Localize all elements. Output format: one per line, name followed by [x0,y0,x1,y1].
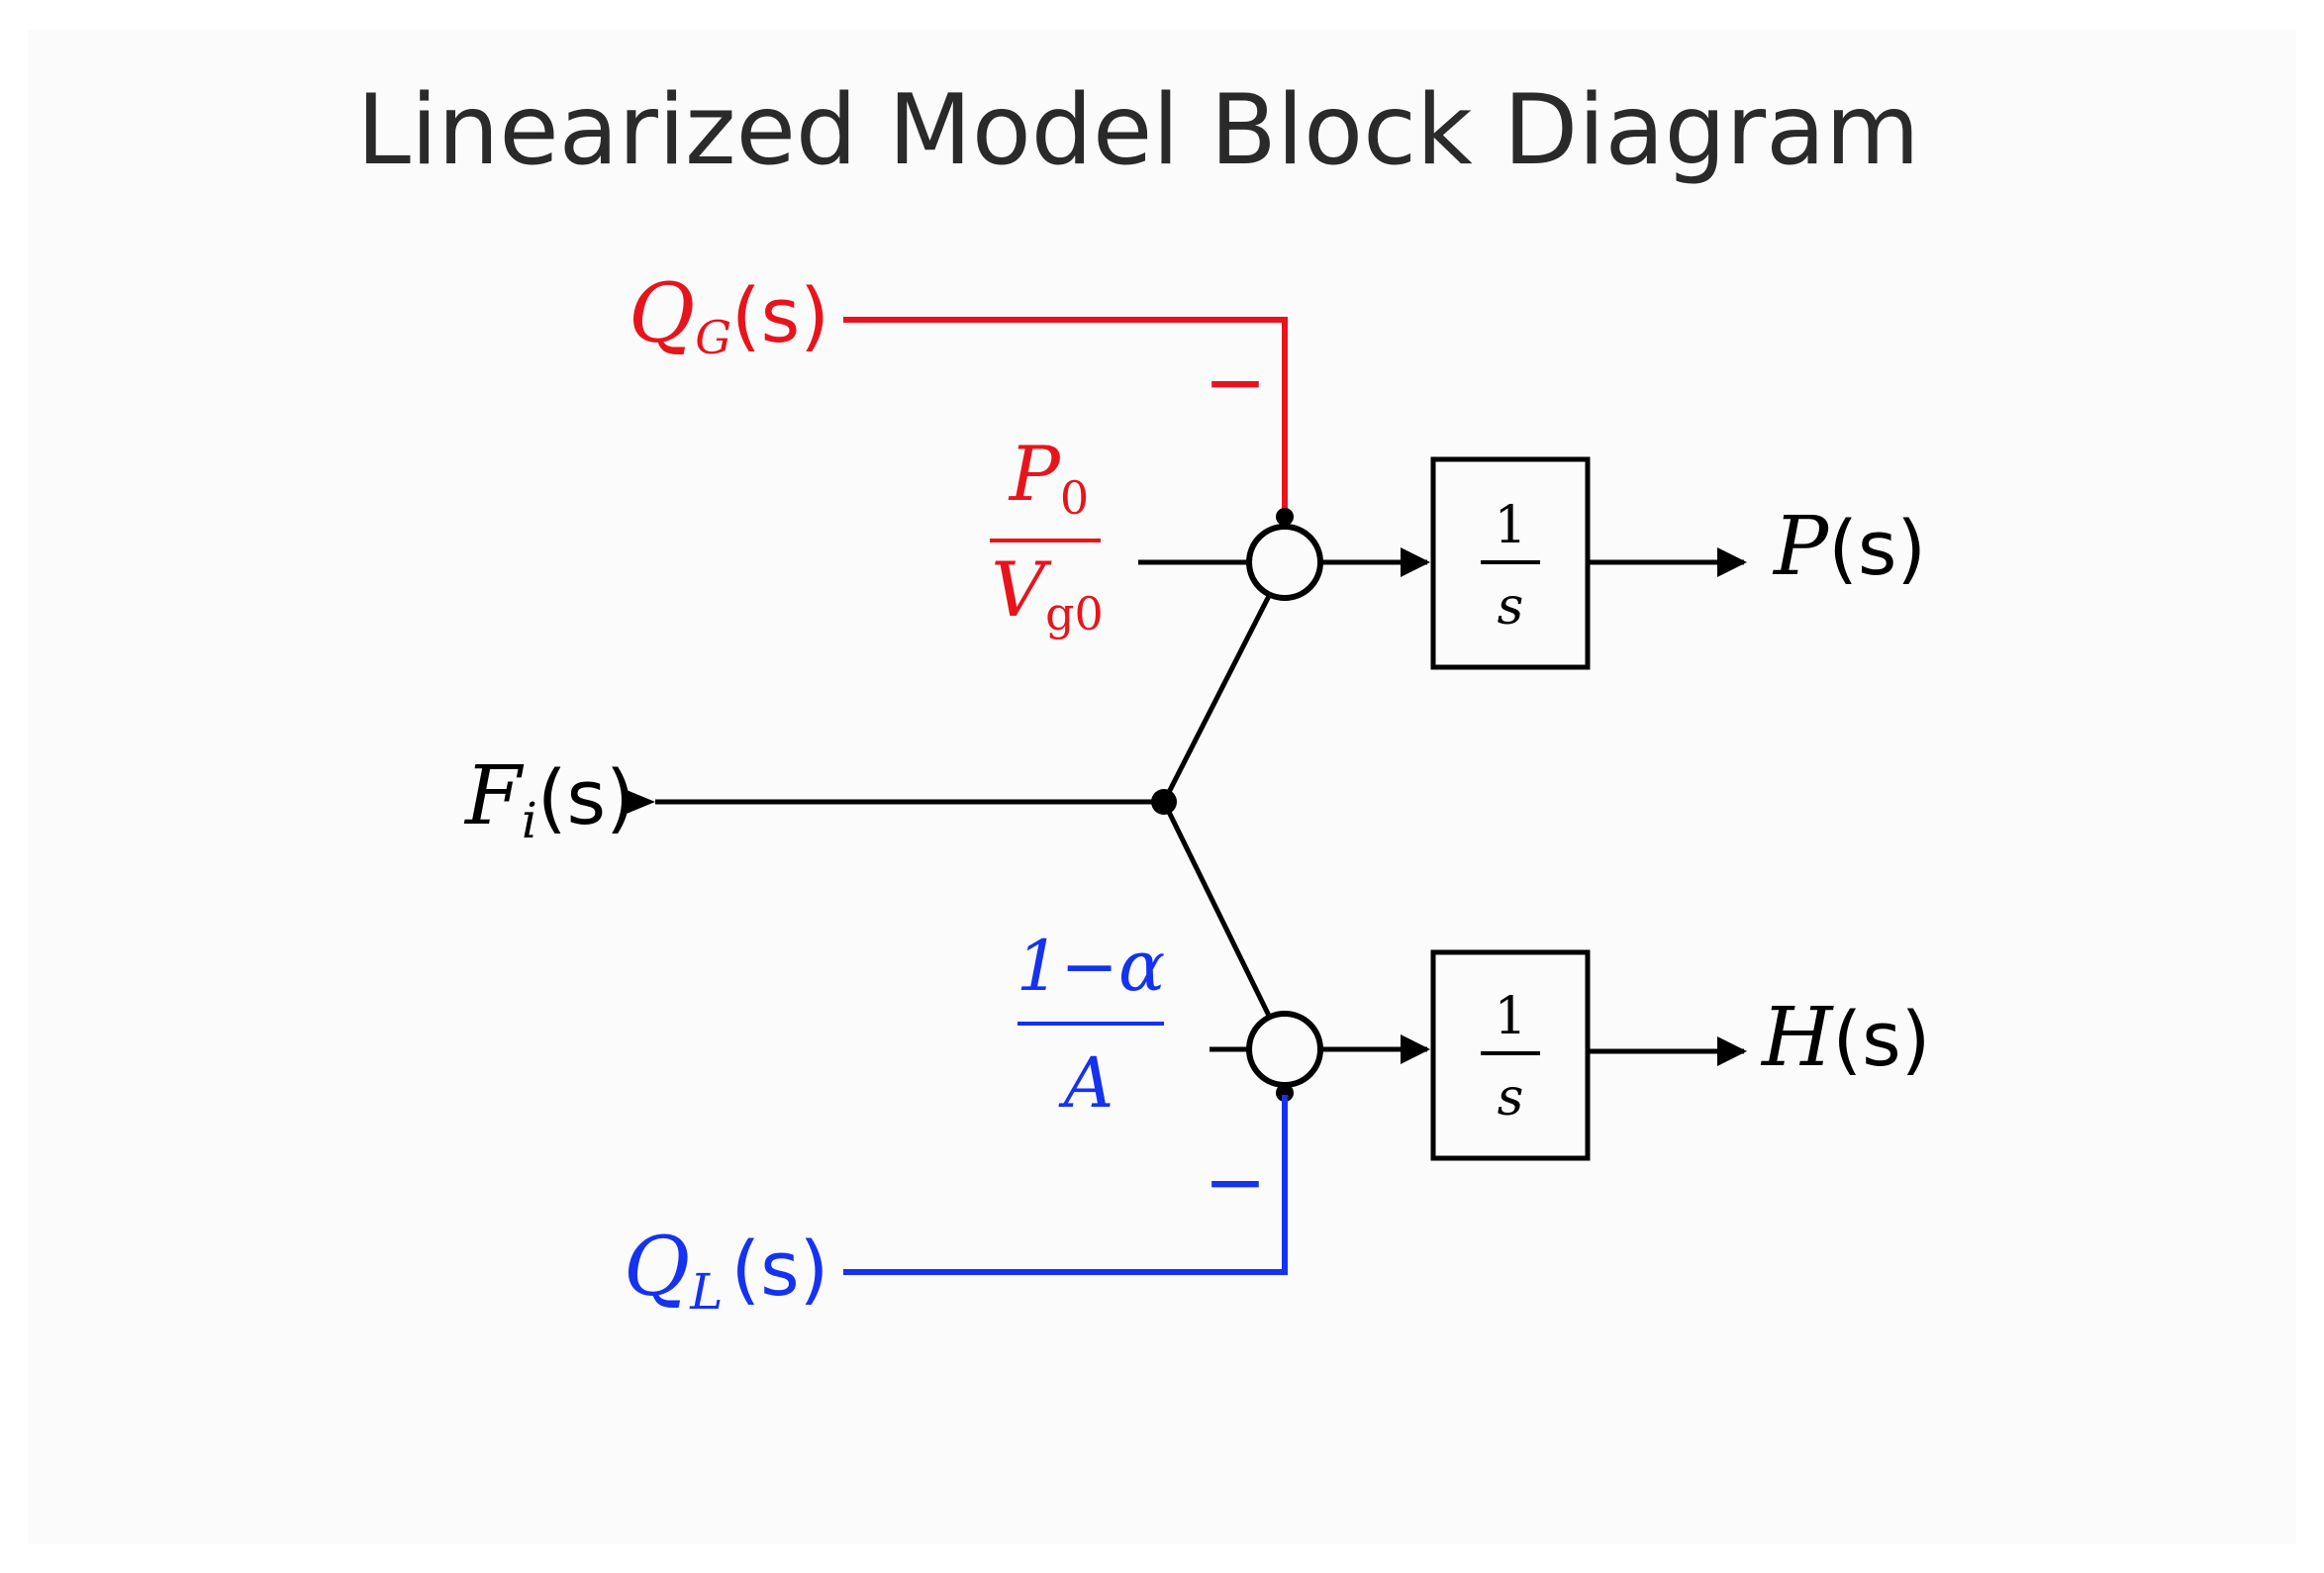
top-integrator-den: s [1498,577,1524,637]
diagram-canvas [28,30,2296,1544]
fi-sub: i [522,792,537,849]
ql-signal-line [843,1095,1288,1275]
fi-to-top-junction-line [1161,594,1272,804]
ql-sub: L [689,1263,723,1321]
qg-junction-dot [1276,508,1294,526]
fi-input-arrowhead [622,788,655,816]
bottom-integrator-num: 1 [1494,987,1526,1046]
ql-junction-dot [1276,1084,1294,1102]
p-tail: (s) [1828,504,1926,592]
top-gain-num-main: P [1008,430,1062,518]
output-p-label: P(s) [1772,500,1926,594]
top-gain-denominator: Vg0 [991,545,1104,640]
p-main: P [1772,500,1830,594]
top-summing-junction [1246,524,1323,601]
h-tail: (s) [1833,995,1931,1083]
bottom-summing-junction [1246,1011,1323,1088]
bottom-gain-denominator: A [1058,1042,1114,1124]
input-ql-label: QL(s) [624,1221,828,1321]
qg-signal-line [843,317,1288,515]
top-gain-den-main: V [991,545,1052,634]
top-gain-den-sub: g0 [1045,587,1104,640]
top-gain-num-sub: 0 [1060,471,1089,525]
top-integrator-num: 1 [1494,496,1526,555]
input-fi-label: Fi(s) [463,749,635,849]
bottom-minus-sign: − [1204,1137,1267,1226]
bottom-gain-numerator: 1−α [1017,926,1165,1007]
fi-to-bottom-junction-line [1161,800,1272,1018]
fi-tail: (s) [537,753,635,841]
qg-tail: (s) [731,271,829,359]
output-h-label: H(s) [1760,991,1930,1085]
top-minus-sign: − [1204,338,1267,426]
ql-tail: (s) [730,1225,828,1313]
bottom-integrator-den: s [1498,1068,1524,1128]
top-gain-numerator: P0 [1008,430,1089,525]
ql-main: Q [624,1221,690,1315]
h-main: H [1760,991,1834,1085]
qg-sub: G [695,311,731,364]
fi-main: F [463,749,525,843]
qg-main: Q [629,267,695,361]
input-qg-label: QG(s) [629,267,829,364]
page-title: Linearized Model Block Diagram [356,74,1919,187]
